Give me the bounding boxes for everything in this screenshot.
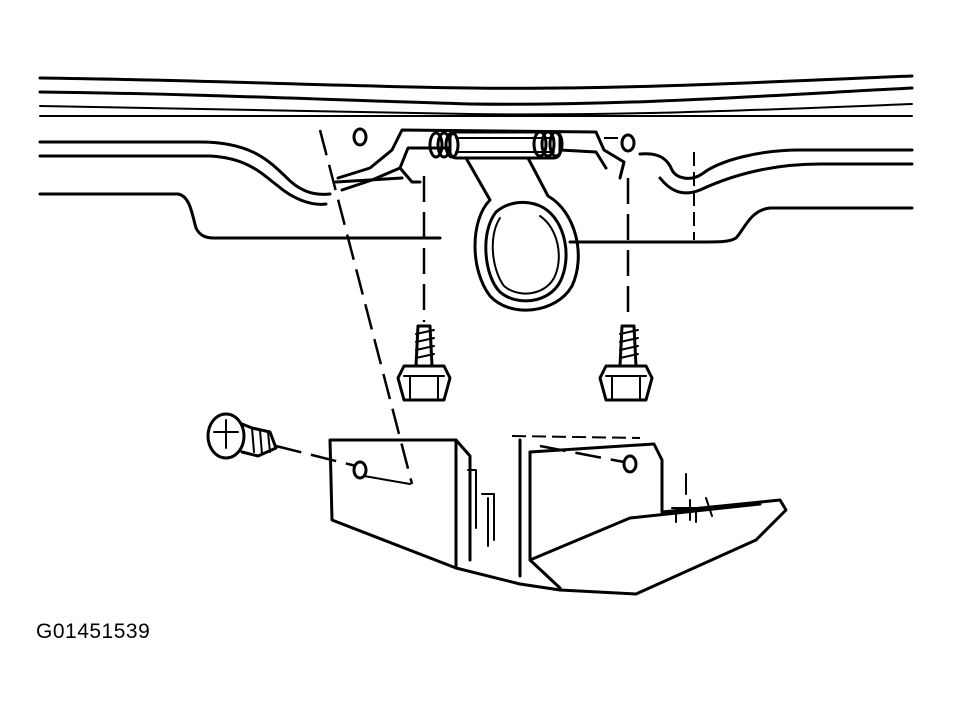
tow-ring (464, 156, 580, 312)
flange-screw (206, 412, 357, 468)
mounting-bolt-left (396, 176, 452, 402)
hitch-bracket (334, 128, 626, 192)
coil-right (532, 130, 564, 158)
figure-id-label: G01451539 (36, 620, 151, 643)
air-deflector-panel (318, 129, 788, 596)
coil-left (428, 131, 460, 159)
mounting-bolt-right (598, 178, 654, 402)
bumper-beam (38, 74, 914, 244)
